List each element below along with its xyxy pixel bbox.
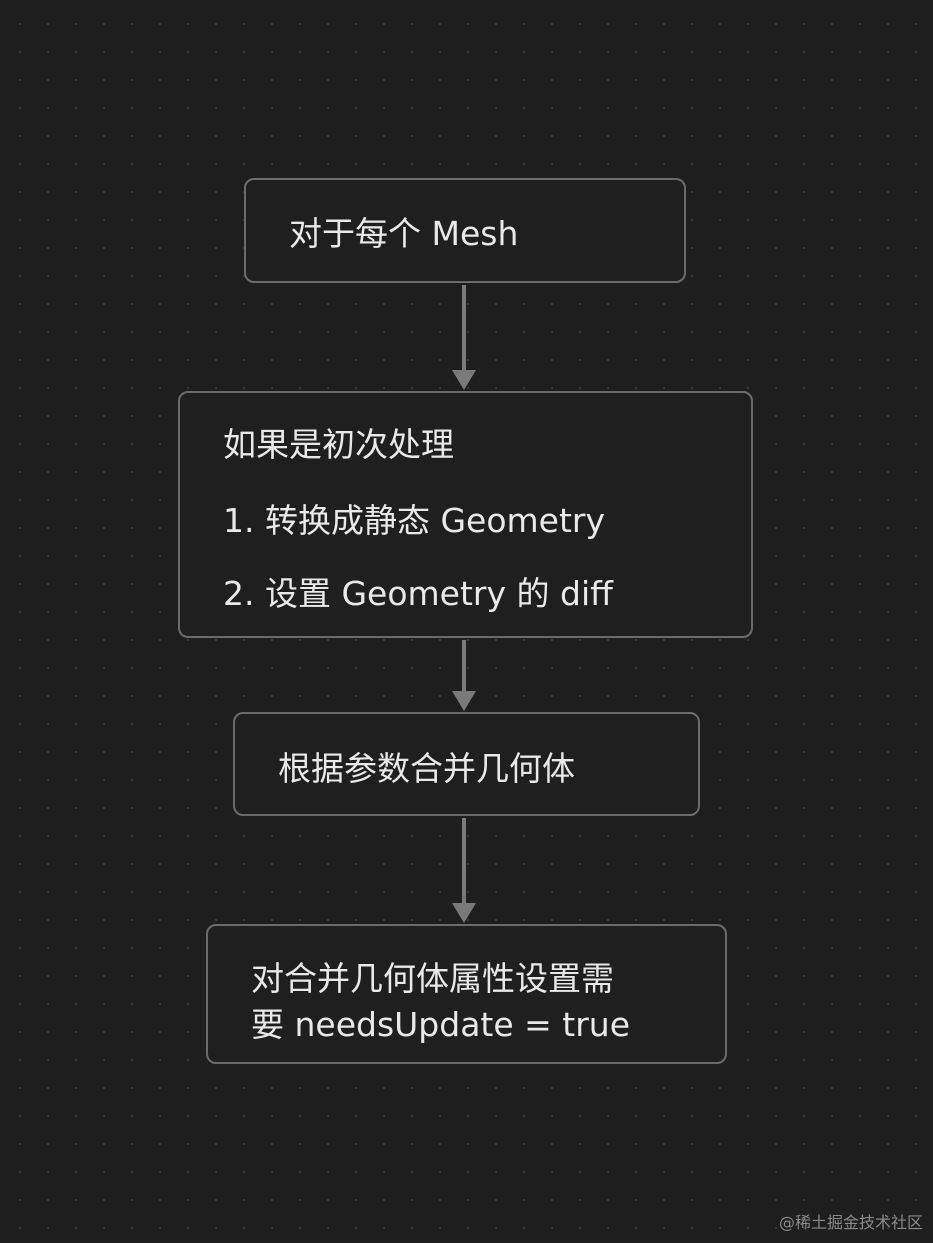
arrowhead-2-to-3 — [452, 691, 476, 711]
node-text: 2. 设置 Geometry 的 diff — [223, 574, 613, 613]
node-for-each-mesh: 对于每个 Mesh — [244, 178, 686, 283]
edge-1-to-2 — [452, 285, 476, 390]
node-merge-geometry: 根据参数合并几何体 — [233, 712, 700, 816]
node-set-needs-update: 对合并几何体属性设置需 要 needsUpdate = true — [206, 924, 727, 1064]
watermark: @稀土掘金技术社区 — [778, 1213, 923, 1232]
node-text: 如果是初次处理 — [223, 425, 454, 464]
arrowhead-1-to-2 — [452, 370, 476, 390]
arrowhead-3-to-4 — [452, 903, 476, 923]
edge-3-to-4 — [452, 818, 476, 923]
node-text: 对合并几何体属性设置需 — [251, 959, 614, 998]
node-text: 对于每个 Mesh — [289, 214, 519, 253]
node-first-time-processing: 如果是初次处理 1. 转换成静态 Geometry 2. 设置 Geometry… — [178, 391, 753, 638]
edge-2-to-3 — [452, 640, 476, 711]
node-text: 1. 转换成静态 Geometry — [223, 501, 606, 540]
node-text: 根据参数合并几何体 — [278, 749, 575, 788]
node-text: 要 needsUpdate = true — [251, 1005, 631, 1044]
